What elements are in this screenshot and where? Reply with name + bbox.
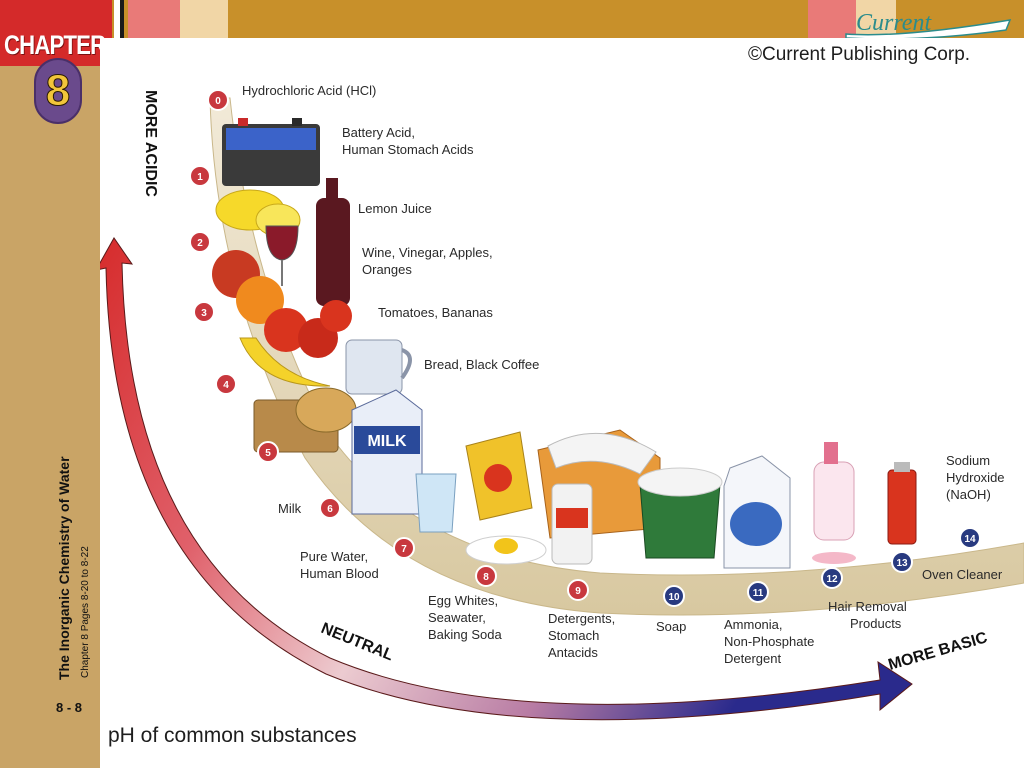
label-ph-3: Wine, Vinegar, Apples, Oranges <box>362 245 493 277</box>
ph-marker-label-2: 2 <box>197 238 203 249</box>
ph-marker-10 <box>663 585 685 607</box>
label-ph-1: Battery Acid, Human Stomach Acids <box>342 125 474 157</box>
ph-marker-1 <box>189 165 211 187</box>
ph-marker-13 <box>891 551 913 573</box>
wine-illustration <box>265 178 350 306</box>
coffee-mug-illustration <box>345 339 412 395</box>
ph-arrow <box>100 237 913 721</box>
battery-illustration <box>222 118 320 186</box>
ph-diagram: MILK <box>100 89 1024 721</box>
ph-marker-5 <box>257 441 279 463</box>
label-ph-13: Oven Cleaner <box>922 567 1003 582</box>
page-number: 8 - 8 <box>56 700 83 715</box>
current-logo: Current <box>845 10 1012 40</box>
tomato-banana-illustration <box>239 300 352 387</box>
ph-marker-label-4: 4 <box>223 380 229 391</box>
chapter-badge: 8 <box>34 58 82 124</box>
label-ph-6: Milk <box>278 501 302 516</box>
ph-marker-label-12: 12 <box>826 574 838 585</box>
slide-side-subtitle: Chapter 8 Pages 8-20 to 8-22 <box>80 546 91 678</box>
figure-caption: pH of common substances <box>108 724 357 747</box>
ph-marker-2 <box>189 231 211 253</box>
ph-marker-label-13: 13 <box>896 558 908 569</box>
chapter-red-block <box>0 0 112 66</box>
milk-carton-label: MILK <box>367 433 407 450</box>
label-ph-8: Egg Whites, Seawater, Baking Soda <box>428 593 502 642</box>
hair-removal-bottle-illustration <box>812 442 856 564</box>
slide-left-band <box>0 0 112 768</box>
bread-illustration <box>253 387 357 453</box>
label-ph-9: Detergents, Stomach Antacids <box>548 611 616 660</box>
chapter-heading: CHAPTER <box>4 30 106 60</box>
ph-marker-label-14: 14 <box>964 534 976 545</box>
soap-tub-illustration <box>637 467 723 559</box>
ph-marker-7 <box>393 537 415 559</box>
ph-marker-9 <box>567 579 589 601</box>
label-ph-14: Sodium Hydroxide (NaOH) <box>946 453 1005 502</box>
milk-carton-illustration: MILK <box>351 389 423 515</box>
label-ph-4: Tomatoes, Bananas <box>378 305 493 320</box>
copyright-notice: ©Current Publishing Corp. <box>748 44 971 65</box>
brand-logo-text: Current <box>856 10 932 36</box>
side-title-text: The Inorganic Chemistry of Water <box>56 456 72 680</box>
label-ph-7: Pure Water, Human Blood <box>300 549 379 581</box>
label-ph-10: Soap <box>656 619 687 634</box>
label-ph-2: Lemon Juice <box>358 201 432 216</box>
ph-figure: MILK <box>100 38 1024 768</box>
header-pink-strip <box>128 0 180 40</box>
ph-marker-0 <box>207 89 229 111</box>
label-ph-5: Bread, Black Coffee <box>424 357 540 372</box>
ph-marker-8 <box>475 565 497 587</box>
ph-marker-3 <box>193 301 215 323</box>
ph-marker-label-11: 11 <box>753 588 764 599</box>
fruit-illustration <box>212 250 284 324</box>
label-ph-11: Ammonia, Non-Phosphate Detergent <box>724 617 815 666</box>
ammonia-jug-illustration <box>723 455 791 569</box>
label-ph-0: Hydrochloric Acid (HCl) <box>242 83 377 98</box>
ph-marker-label-6: 6 <box>327 504 333 515</box>
ph-marker-12 <box>821 567 843 589</box>
ph-marker-4 <box>215 373 237 395</box>
slide-side-title: The Inorganic Chemistry of Water <box>56 380 72 680</box>
ph-marker-label-8: 8 <box>483 572 489 583</box>
ph-marker-label-5: 5 <box>265 448 271 459</box>
ph-marker-label-10: 10 <box>668 592 680 603</box>
axis-label-acidic: MORE ACIDIC <box>142 90 159 197</box>
header-pink-strip-right <box>808 0 856 40</box>
axis-label-basic: MORE BASIC <box>886 629 989 674</box>
chapter-number: 8 <box>45 66 71 116</box>
water-glass-illustration <box>415 473 457 533</box>
label-ph-12: Hair Removal Products <box>828 599 907 631</box>
ph-marker-label-9: 9 <box>575 586 581 597</box>
ph-marker-14 <box>959 527 981 549</box>
ph-marker-11 <box>747 581 769 603</box>
ph-marker-label-1: 1 <box>197 172 203 183</box>
ph-marker-label-0: 0 <box>215 96 221 107</box>
detergent-box-illustration <box>537 429 661 565</box>
ph-marker-label-3: 3 <box>201 308 207 319</box>
ph-marker-6 <box>319 497 341 519</box>
oven-cleaner-can-illustration <box>887 462 917 545</box>
baking-soda-illustration <box>465 431 547 565</box>
ph-marker-label-7: 7 <box>401 544 407 555</box>
header-cream-strip <box>180 0 228 40</box>
header-cream-strip-right <box>856 0 896 40</box>
